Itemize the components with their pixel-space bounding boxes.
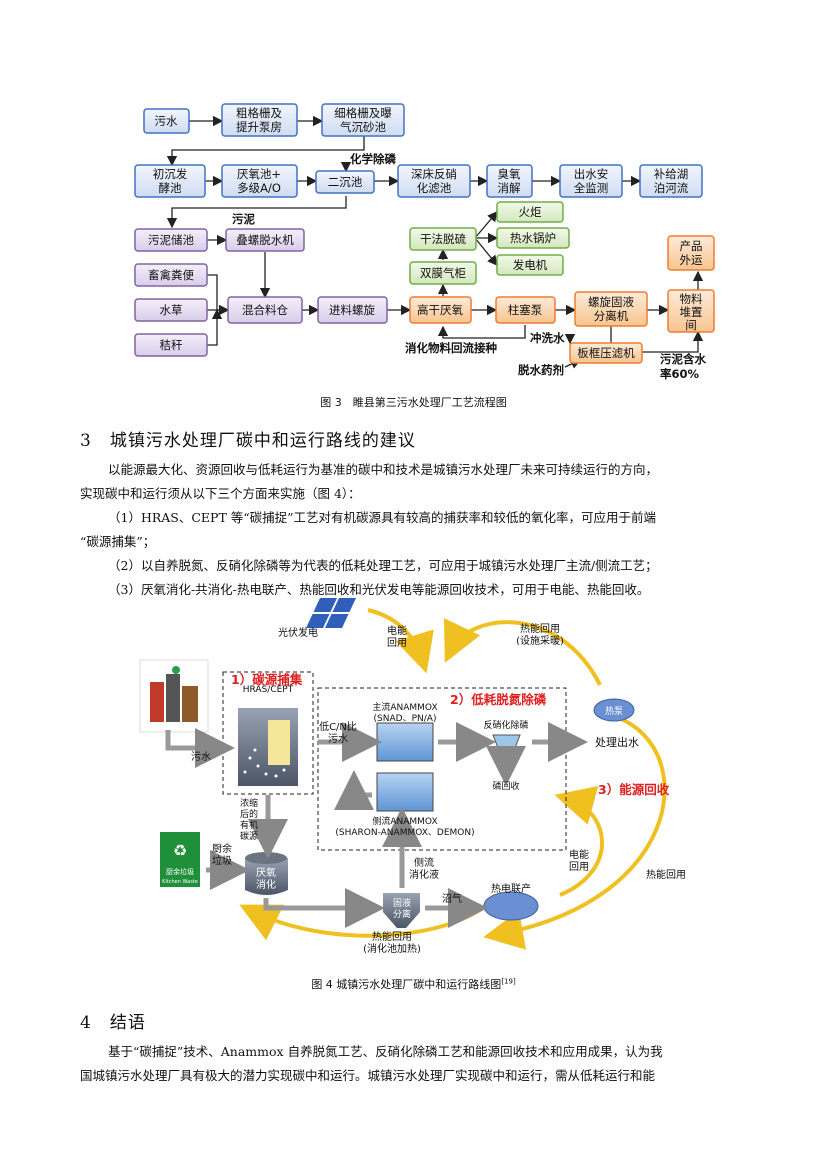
svg-text:电能: 电能 — [387, 624, 407, 637]
svg-text:处理出水: 处理出水 — [595, 735, 639, 749]
section-3-para: 以能源最大化、资源回收与低耗运行为基准的碳中和技术是城镇污水处理厂未来可持续运行… — [80, 462, 659, 597]
svg-text:初沉发: 初沉发 — [153, 167, 188, 181]
svg-text:磷回收: 磷回收 — [492, 780, 519, 792]
svg-text:化滤池: 化滤池 — [417, 181, 452, 195]
svg-text:厨余垃圾: 厨余垃圾 — [166, 867, 194, 876]
svg-text:后的: 后的 — [240, 808, 258, 820]
svg-text:侧流: 侧流 — [414, 856, 434, 869]
svg-text:火炬: 火炬 — [519, 205, 542, 219]
svg-text:全监测: 全监测 — [574, 181, 609, 195]
svg-text:板框压滤机: 板框压滤机 — [577, 346, 635, 360]
svg-text:干法脱硫: 干法脱硫 — [420, 232, 466, 246]
svg-text:酵池: 酵池 — [159, 181, 182, 195]
svg-text:脱水药剂: 脱水药剂 — [518, 363, 564, 377]
svg-text:侧流ANAMMOX: 侧流ANAMMOX — [372, 815, 437, 827]
svg-text:秸秆: 秸秆 — [160, 338, 183, 352]
svg-text:堆置: 堆置 — [680, 305, 703, 319]
svg-text:Kitchen Waste: Kitchen Waste — [162, 879, 198, 885]
svg-text:提升泵房: 提升泵房 — [236, 120, 282, 134]
svg-text:厌氧: 厌氧 — [256, 866, 276, 879]
svg-text:污泥含水: 污泥含水 — [660, 352, 706, 366]
svg-text:主流ANAMMOX: 主流ANAMMOX — [372, 701, 437, 713]
svg-text:厨余: 厨余 — [212, 842, 232, 855]
svg-text:物料: 物料 — [680, 292, 703, 306]
svg-text:消化: 消化 — [256, 878, 276, 891]
svg-text:深床反硝: 深床反硝 — [411, 167, 457, 181]
svg-text:碳源: 碳源 — [240, 830, 258, 842]
svg-text:热能回用: 热能回用 — [646, 868, 686, 881]
svg-text:间: 间 — [685, 318, 697, 332]
svg-text:2）低耗脱氮除磷: 2）低耗脱氮除磷 — [450, 692, 547, 707]
svg-text:水草: 水草 — [160, 303, 183, 317]
f3-clarifier: 二沉池 — [328, 175, 363, 189]
section-3-heading: 3 城镇污水处理厂碳中和运行路线的建议 — [80, 431, 416, 451]
svg-text:(消化池加热): (消化池加热) — [363, 942, 421, 955]
svg-text:产品: 产品 — [680, 239, 703, 253]
svg-text:进料螺旋: 进料螺旋 — [329, 303, 375, 317]
svg-text:化学除磷: 化学除磷 — [350, 152, 396, 166]
svg-text:浓缩: 浓缩 — [240, 797, 258, 809]
svg-text:率60%: 率60% — [660, 367, 700, 381]
svg-text:电能: 电能 — [569, 848, 589, 861]
svg-text:低C/N比: 低C/N比 — [319, 720, 357, 733]
section-4-para: 基于“碳捕捉”技术、Anammox 自养脱氮工艺、反硝化除磷工艺和能源回收技术和… — [80, 1044, 663, 1083]
svg-text:热泵: 热泵 — [605, 705, 623, 717]
svg-text:分离: 分离 — [393, 908, 411, 920]
figure-4-caption: 图 4 城镇污水处理厂碳中和运行路线图[19] — [311, 977, 516, 991]
svg-text:柱塞泵: 柱塞泵 — [508, 303, 543, 317]
svg-text:沼气: 沼气 — [442, 892, 462, 905]
svg-text:厌氧池+: 厌氧池+ — [237, 167, 281, 181]
svg-text:垃圾: 垃圾 — [212, 854, 232, 867]
svg-text:有机: 有机 — [240, 819, 258, 831]
svg-text:回用: 回用 — [569, 861, 589, 873]
svg-text:发电机: 发电机 — [513, 258, 548, 272]
svg-text:混合料仓: 混合料仓 — [242, 303, 288, 317]
svg-text:(设施采暖): (设施采暖) — [516, 634, 564, 647]
svg-text:粗格栅及: 粗格栅及 — [236, 106, 282, 120]
svg-text:污水: 污水 — [328, 733, 348, 745]
svg-text:螺旋固液: 螺旋固液 — [588, 295, 634, 309]
svg-text:外运: 外运 — [680, 253, 703, 267]
svg-text:3）能源回收: 3）能源回收 — [598, 782, 670, 797]
svg-text:热电联产: 热电联产 — [491, 882, 531, 895]
svg-text:固液: 固液 — [393, 897, 411, 909]
svg-text:1）碳源捕集: 1）碳源捕集 — [231, 672, 303, 687]
svg-text:细格栅及曝: 细格栅及曝 — [334, 106, 392, 120]
svg-text:高干厌氧: 高干厌氧 — [417, 303, 463, 317]
figure-3-caption: 图 3 睢县第三污水处理厂工艺流程图 — [320, 396, 507, 409]
svg-text:多级A/O: 多级A/O — [237, 181, 281, 195]
svg-text:反硝化除磷: 反硝化除磷 — [483, 719, 528, 731]
svg-text:♻: ♻ — [173, 841, 187, 860]
svg-text:污水: 污水 — [191, 751, 211, 763]
svg-text:分离机: 分离机 — [594, 309, 629, 323]
svg-text:消解: 消解 — [498, 181, 521, 195]
svg-text:污泥储池: 污泥储池 — [148, 233, 194, 247]
svg-text:泊河流: 泊河流 — [654, 181, 689, 195]
svg-text:热能回用: 热能回用 — [372, 930, 412, 943]
svg-text:消化物料回流接种: 消化物料回流接种 — [405, 341, 497, 355]
svg-text:出水安: 出水安 — [574, 167, 609, 181]
section-4-heading: 4 结语 — [80, 1013, 146, 1033]
svg-text:HRAS/CEPT: HRAS/CEPT — [243, 685, 294, 695]
svg-text:消化液: 消化液 — [409, 868, 439, 881]
svg-text:污泥: 污泥 — [232, 212, 255, 226]
svg-text:光伏发电: 光伏发电 — [278, 626, 318, 639]
svg-text:回用: 回用 — [387, 637, 407, 649]
svg-text:叠螺脱水机: 叠螺脱水机 — [236, 233, 294, 247]
svg-text:冲洗水: 冲洗水 — [530, 331, 565, 345]
svg-text:热能回用: 热能回用 — [520, 622, 560, 635]
svg-text:(SHARON-ANAMMOX、DEMON): (SHARON-ANAMMOX、DEMON) — [335, 828, 474, 838]
svg-text:气沉砂池: 气沉砂池 — [340, 120, 386, 134]
svg-text:补给湖: 补给湖 — [654, 167, 689, 181]
svg-text:双膜气柜: 双膜气柜 — [420, 266, 466, 280]
svg-text:臭氧: 臭氧 — [498, 167, 521, 181]
svg-text:(SNAD、PN/A): (SNAD、PN/A) — [374, 714, 437, 724]
f3-sewage: 污水 — [155, 114, 178, 128]
svg-text:热水锅炉: 热水锅炉 — [510, 231, 556, 245]
svg-text:畜禽粪便: 畜禽粪便 — [148, 268, 194, 282]
